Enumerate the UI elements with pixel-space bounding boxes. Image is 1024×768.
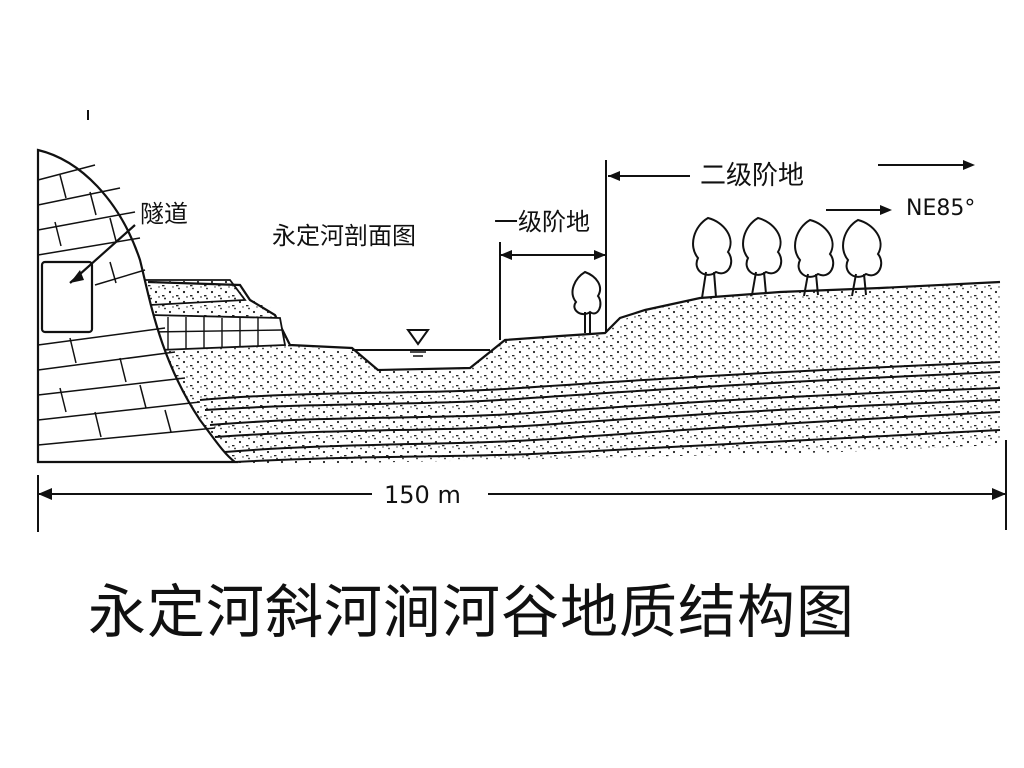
bedrock-hill [36, 148, 239, 464]
terrace-1-arrow-right [594, 250, 606, 260]
water-level-symbol [406, 329, 430, 346]
scale-label: 150 m [384, 481, 461, 509]
terrace-1-arrow-left [500, 250, 512, 260]
terrace-2-arrow-right [963, 160, 975, 170]
tree-icon [692, 216, 733, 299]
figure-caption: 永定河斜河涧河谷地质结构图 [88, 578, 856, 646]
terrace-1-label: 一级阶地 [494, 208, 590, 236]
sediment-fill [150, 282, 1000, 465]
direction-arrowhead [880, 205, 892, 215]
scale-arrow-left [38, 488, 52, 500]
tree-icon [742, 216, 783, 296]
terrace-2-arrow-left [608, 171, 620, 181]
section-title: 永定河剖面图 [272, 222, 416, 250]
tunnel-opening [40, 260, 94, 334]
left-terrace-block [138, 279, 247, 306]
scale-arrow-right [992, 488, 1006, 500]
ground-surface [147, 280, 1001, 372]
direction-label: NE85° [906, 196, 975, 221]
tree-icon [794, 218, 835, 297]
left-layered-block [148, 314, 287, 351]
left-layered-hatch [149, 317, 283, 349]
bedrock-brick-lines [37, 164, 216, 446]
tunnel-arrowhead [70, 270, 84, 283]
tunnel-label: 隧道 [140, 200, 188, 228]
terrace-2-label: 二级阶地 [700, 161, 804, 191]
tree-icon [842, 218, 883, 297]
geologic-cross-section: 隧道 永定河剖面图 一级阶地 二级阶地 NE85° [36, 110, 1007, 532]
tree-icon [571, 270, 602, 333]
strata-lines [199, 361, 1001, 463]
